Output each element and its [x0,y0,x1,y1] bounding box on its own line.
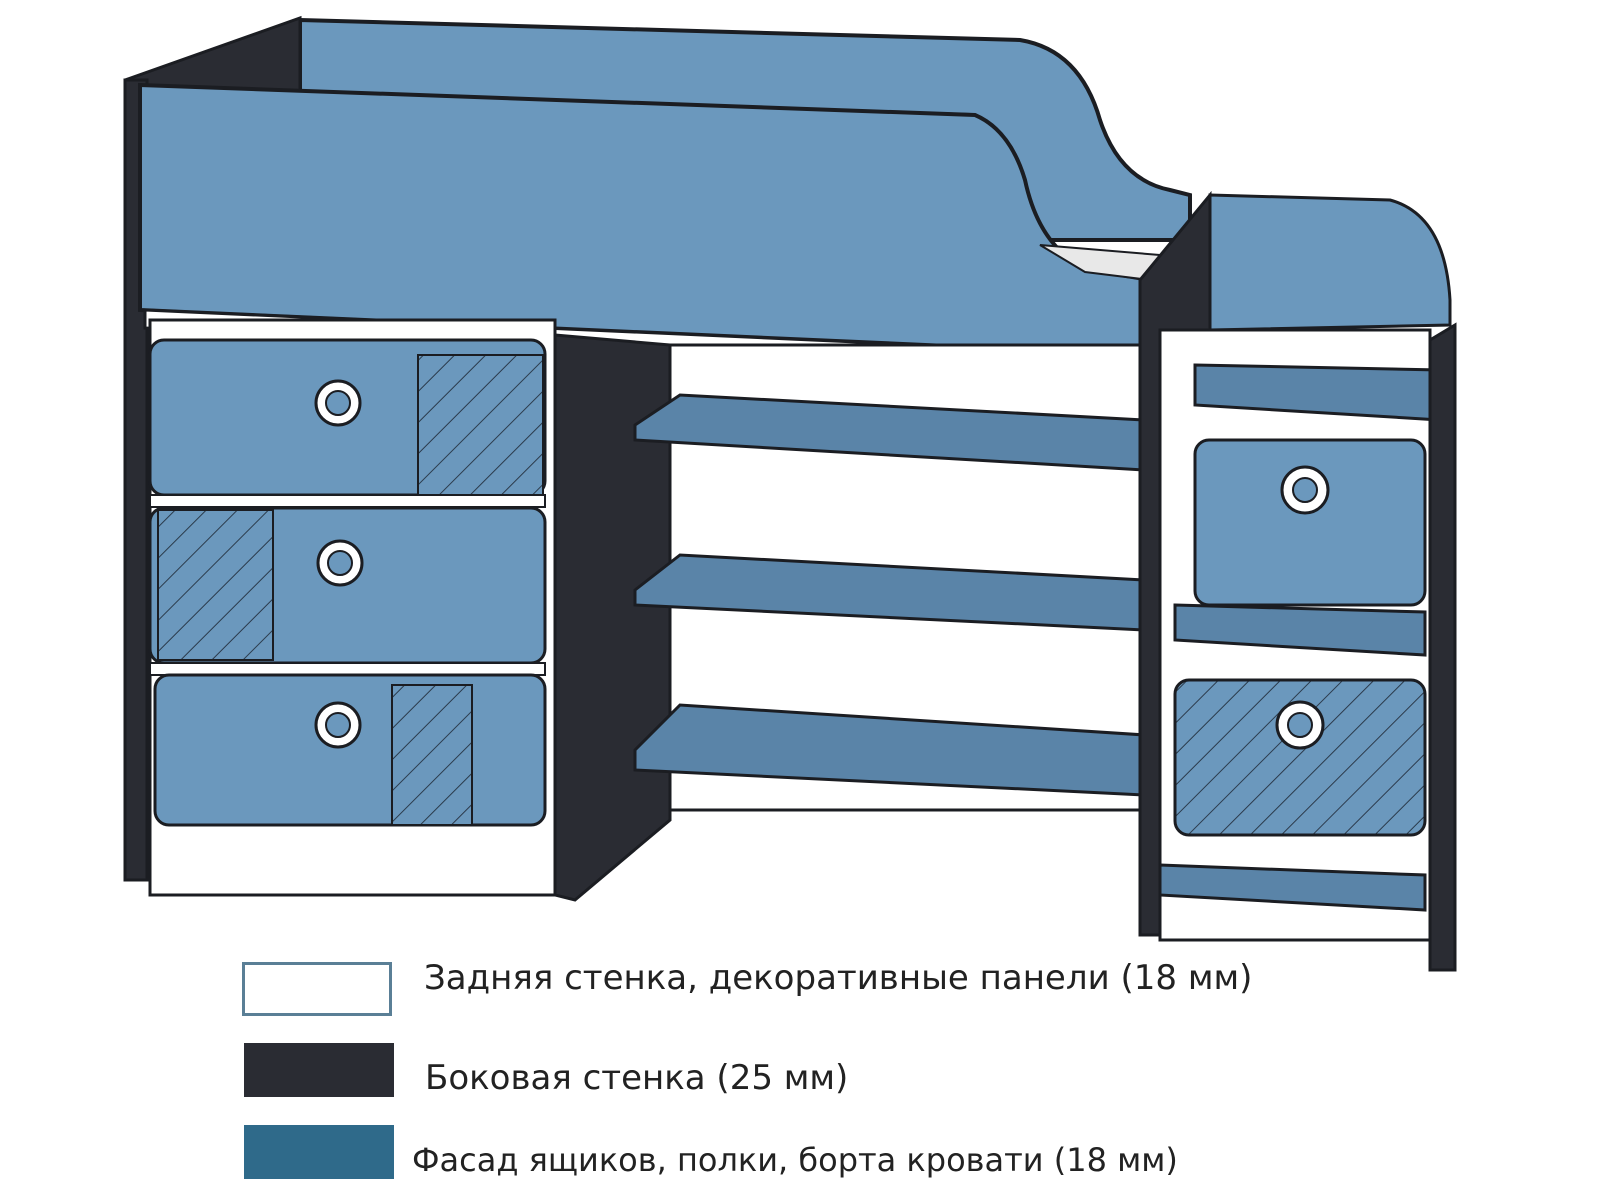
ring-handle-icon[interactable] [1280,465,1330,515]
legend-swatch-dark [244,1043,394,1097]
legend-label-dark: Боковая стенка (25 мм) [425,1058,849,1098]
right-drawer-2[interactable] [1173,678,1427,837]
ring-handle-icon[interactable] [316,539,364,587]
left-drawer-1[interactable] [148,338,547,497]
ring-handle-icon[interactable] [314,379,362,427]
left-drawer-gap-2 [149,662,546,676]
left-drawer-2[interactable] [148,506,547,665]
right-shelf-middle [1173,603,1427,657]
left-drawer-gap-1 [149,494,546,508]
legend-label-white: Задняя стенка, декоративные панели (18 м… [424,958,1253,998]
ring-handle-icon[interactable] [1275,700,1325,750]
right-shelf-bottom [1158,863,1427,912]
right-side-wall [1428,322,1457,972]
legend-swatch-blue [244,1125,394,1179]
right-head-rail [1208,193,1452,332]
legend-label-blue: Фасад ящиков, полки, борта кровати (18 м… [412,1141,1178,1179]
legend-swatch-white [242,962,392,1016]
ring-handle-icon[interactable] [314,701,362,749]
left-drawer-3[interactable] [153,673,547,827]
right-drawer-1[interactable] [1193,438,1427,607]
